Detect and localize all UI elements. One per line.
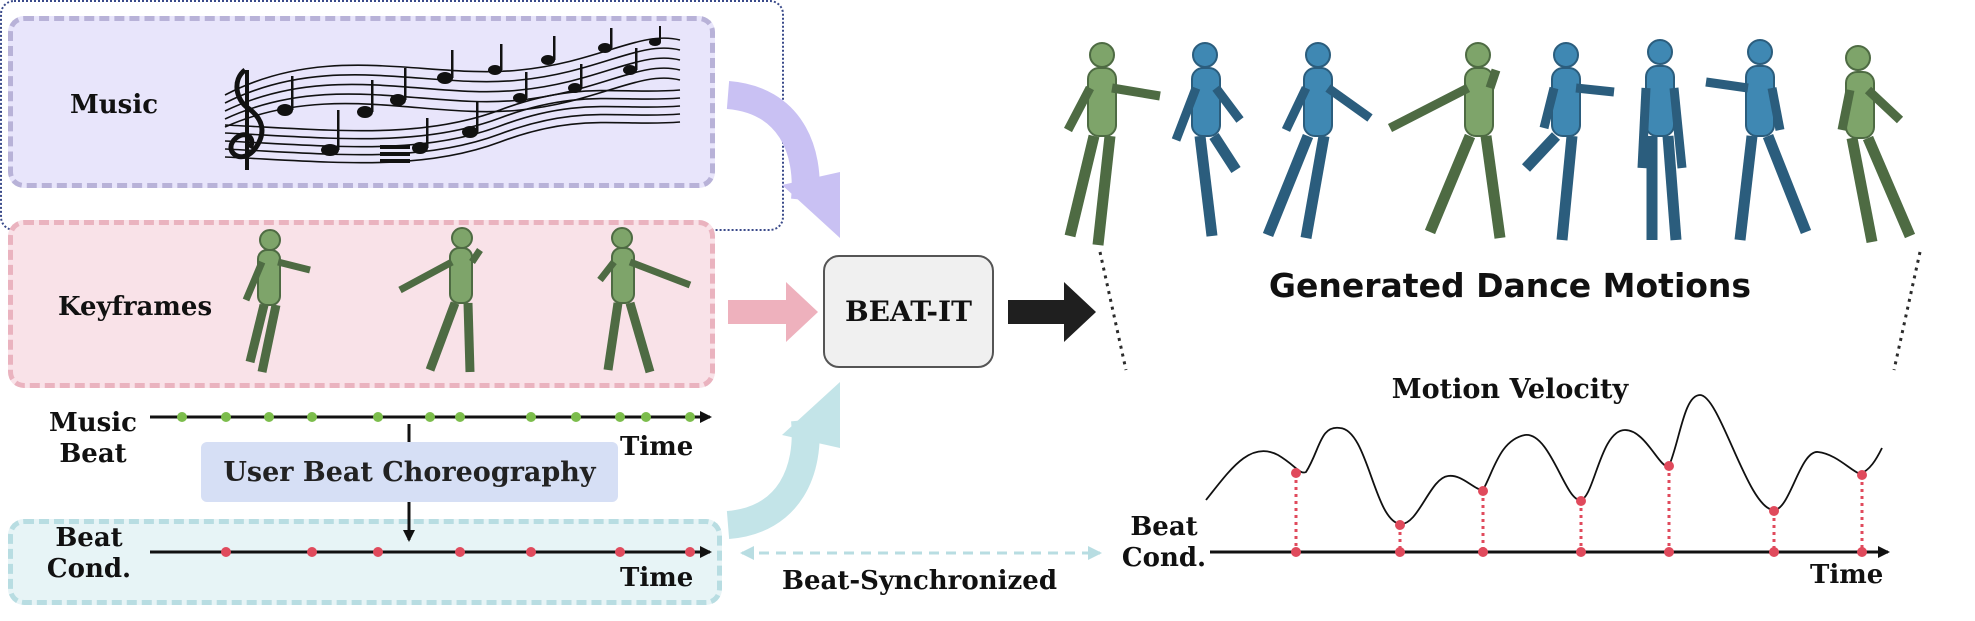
music-beat-label: Music Beat (48, 408, 138, 469)
music-label: Music (70, 90, 159, 120)
model-to-output-arrow (1008, 282, 1096, 342)
dance-figure-icon (242, 229, 311, 373)
velocity-beat-dots (1291, 461, 1867, 557)
treble-clef-icon (228, 68, 265, 170)
keyframes-input-panel (8, 220, 715, 388)
dance-figure-icon (1521, 42, 1615, 241)
keyframes-to-model-arrow (728, 282, 818, 342)
dance-figure-icon (1262, 42, 1373, 239)
dance-figure-icon (1637, 39, 1687, 241)
dance-figure-icon (1705, 39, 1812, 241)
dance-figure-icon (597, 227, 692, 374)
beat-it-model-box: BEAT-IT (823, 255, 994, 368)
music-input-panel (8, 16, 715, 188)
dance-figure-icon (398, 227, 483, 373)
keyframes-label: Keyframes (58, 292, 213, 322)
user-beat-choreography-box: User Beat Choreography (201, 442, 618, 502)
right-connector (1892, 251, 1922, 371)
velocity-beat-cond-label: Beat Cond. (1121, 512, 1207, 573)
velocity-time-label: Time (1810, 560, 1884, 590)
music-to-model-arrow (726, 81, 840, 238)
beat-cond-time-label: Time (620, 563, 694, 593)
beat-cond-dots (221, 547, 695, 557)
motion-velocity-curve (1205, 394, 1883, 525)
dance-figure-icon (1064, 42, 1161, 246)
left-connector (1098, 251, 1128, 371)
music-beat-time-label: Time (620, 432, 694, 462)
beat-synchronized-label: Beat-Synchronized (782, 566, 1057, 596)
motion-velocity-title: Motion Velocity (1391, 374, 1629, 405)
keyframe-figures (242, 227, 692, 374)
music-note-glyphs (277, 26, 661, 163)
music-beat-dots (177, 412, 695, 422)
beat-condition-panel (8, 519, 722, 605)
beat-to-model-arrow (726, 382, 840, 539)
dance-figure-icon (1837, 45, 1916, 244)
generated-figures (1064, 39, 1916, 246)
beat-cond-label: Beat Cond. (46, 523, 132, 584)
dance-figure-icon (1171, 42, 1244, 237)
dance-figure-icon (1387, 42, 1506, 239)
generated-dance-motions-title: Generated Dance Motions (1268, 266, 1752, 305)
